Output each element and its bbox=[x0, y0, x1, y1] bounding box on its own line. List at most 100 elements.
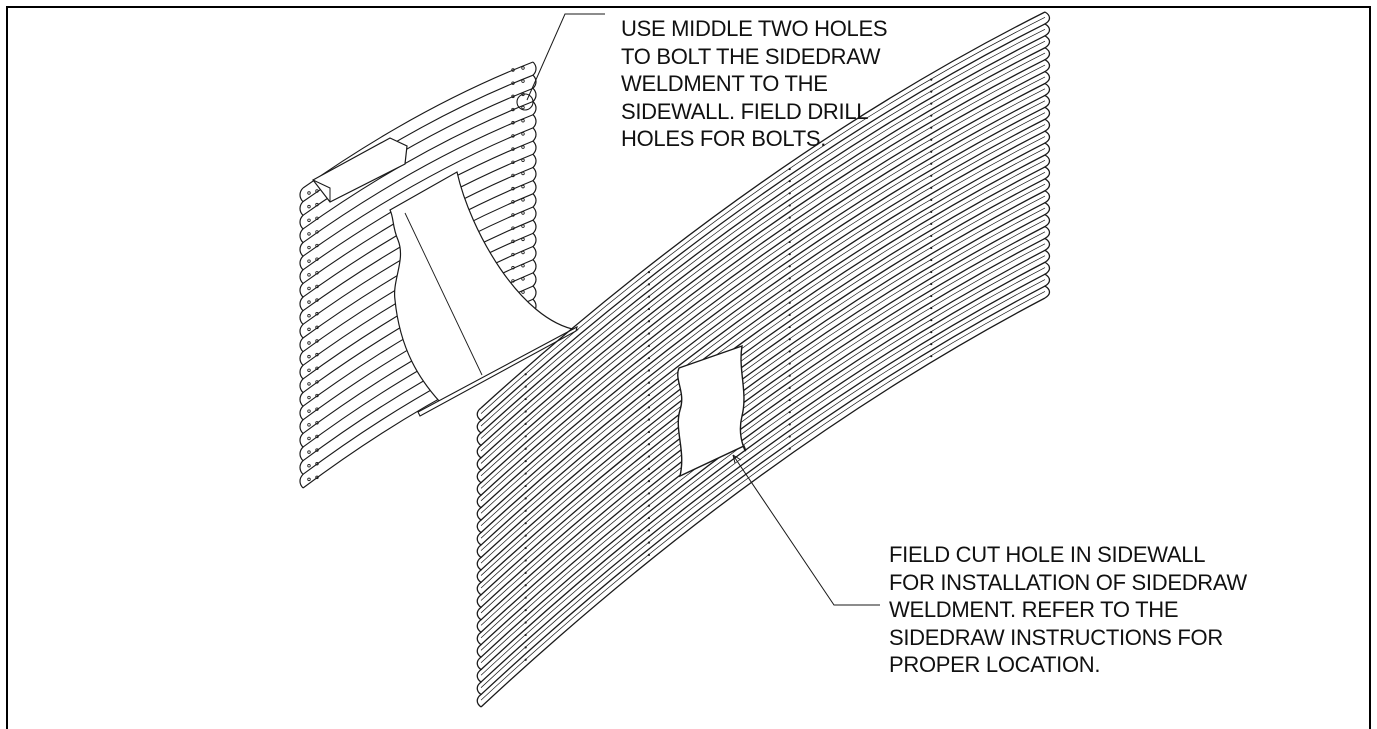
bolt-hole bbox=[524, 497, 527, 500]
bolt-hole bbox=[930, 90, 933, 93]
bolt-hole bbox=[788, 350, 791, 353]
callout-line: PROPER LOCATION. bbox=[889, 652, 1101, 677]
corrugation-ridge bbox=[302, 61, 534, 189]
bolt-hole bbox=[788, 204, 791, 207]
bolt-hole bbox=[521, 145, 525, 149]
bolt-hole bbox=[647, 406, 651, 409]
corrugation-valley bbox=[480, 76, 1046, 477]
bolt-hole bbox=[647, 369, 651, 372]
bolt-hole bbox=[788, 374, 791, 377]
bolt-hole bbox=[647, 418, 651, 421]
bolt-hole bbox=[647, 332, 651, 335]
corrugation-valley bbox=[480, 124, 1046, 526]
corrugation-ridge bbox=[302, 114, 534, 243]
callout-line: FIELD CUT HOLE IN SIDEWALL bbox=[889, 542, 1206, 567]
corrugation-valley bbox=[480, 136, 1046, 539]
bolt-hole bbox=[307, 409, 311, 413]
bolt-hole bbox=[930, 138, 933, 141]
corrugation-ridge bbox=[480, 82, 1046, 484]
bolt-hole bbox=[524, 435, 527, 438]
bolt-hole bbox=[524, 559, 527, 562]
bolt-hole bbox=[647, 443, 651, 446]
bolt-hole bbox=[307, 464, 311, 468]
corrugation-valley bbox=[480, 160, 1046, 564]
corrugation-ridge bbox=[480, 130, 1046, 534]
corrugation-ridge bbox=[480, 118, 1046, 521]
page-border bbox=[6, 6, 1371, 729]
corrugation-valley bbox=[480, 255, 1046, 664]
corrugation-ridge bbox=[302, 127, 534, 257]
highlighted-bolt-hole bbox=[516, 93, 534, 111]
bolt-hole bbox=[647, 553, 651, 557]
corrugation-ridge bbox=[480, 35, 1046, 434]
bolt-hole bbox=[521, 132, 525, 136]
corrugation-ridge bbox=[480, 190, 1046, 596]
bolt-hole bbox=[307, 245, 311, 250]
callout-line: WELDMENT TO THE bbox=[621, 71, 828, 96]
bolt-hole bbox=[511, 213, 515, 217]
bolt-hole bbox=[511, 81, 515, 85]
corrugation-valley bbox=[480, 64, 1046, 464]
corrugation-ridge bbox=[480, 23, 1046, 421]
corrugation-ridge bbox=[480, 249, 1046, 658]
corrugation-ridge bbox=[480, 202, 1046, 608]
bolt-hole bbox=[307, 300, 311, 304]
callout-cut-hole: FIELD CUT HOLE IN SIDEWALL FOR INSTALLAT… bbox=[889, 541, 1247, 679]
bolt-hole bbox=[524, 385, 527, 388]
corrugation-valley bbox=[480, 219, 1046, 626]
corrugation-valley bbox=[480, 267, 1046, 676]
bolt-hole bbox=[521, 250, 525, 255]
bolt-hole bbox=[788, 398, 791, 402]
bolt-hole bbox=[511, 239, 515, 244]
bolt-hole bbox=[930, 282, 933, 286]
callout-line: USE MIDDLE TWO HOLES bbox=[621, 16, 888, 41]
bolt-hole bbox=[930, 331, 933, 334]
bolt-hole bbox=[511, 134, 515, 138]
bolt-hole bbox=[307, 314, 311, 318]
bolt-hole bbox=[511, 94, 515, 99]
bolt-hole bbox=[788, 325, 791, 329]
corrugation-ridge bbox=[480, 285, 1046, 696]
bolt-hole bbox=[511, 279, 515, 283]
bolt-hole bbox=[647, 344, 651, 347]
weldment-top bbox=[312, 137, 408, 203]
corrugation-ridge bbox=[480, 297, 1046, 708]
bolt-hole bbox=[511, 147, 515, 151]
bolt-hole bbox=[524, 646, 527, 649]
bolt-hole bbox=[524, 522, 527, 525]
bolt-hole bbox=[647, 480, 651, 483]
bolt-hole bbox=[307, 450, 311, 454]
bolt-hole bbox=[930, 162, 933, 165]
bolt-hole bbox=[930, 150, 933, 153]
bolt-hole bbox=[307, 232, 311, 236]
bolt-hole bbox=[647, 529, 651, 532]
bolt-hole bbox=[930, 294, 933, 298]
corrugation-valley bbox=[480, 17, 1046, 414]
corrugation-ridge bbox=[480, 71, 1046, 471]
bolt-hole bbox=[647, 492, 651, 495]
corrugation-ridge bbox=[480, 59, 1046, 459]
bolt-hole bbox=[524, 534, 527, 537]
bolt-hole bbox=[930, 270, 933, 274]
sidedraw-opening bbox=[389, 171, 579, 403]
corrugation-ridge bbox=[480, 178, 1046, 583]
bolt-hole bbox=[521, 105, 525, 110]
bolt-hole bbox=[307, 395, 311, 400]
bolt-hole bbox=[521, 211, 525, 215]
bolt-hole bbox=[524, 373, 527, 376]
bolt-hole bbox=[511, 266, 515, 270]
corrugation-ridge bbox=[480, 94, 1046, 496]
corrugation-ridge bbox=[480, 214, 1046, 621]
bolt-hole bbox=[521, 158, 525, 162]
bolt-hole bbox=[930, 306, 933, 310]
bolt-hole bbox=[524, 422, 527, 425]
bolt-hole bbox=[647, 467, 651, 470]
callout-line: TO BOLT THE SIDEDRAW bbox=[621, 43, 881, 69]
panel-left-edge bbox=[476, 407, 483, 708]
bolt-hole bbox=[521, 79, 525, 83]
corrugation-ridge bbox=[480, 106, 1046, 509]
corrugation-valley bbox=[480, 195, 1046, 601]
bolt-hole bbox=[524, 633, 527, 637]
corrugation-ridge bbox=[480, 273, 1046, 683]
bolt-hole bbox=[788, 447, 791, 450]
